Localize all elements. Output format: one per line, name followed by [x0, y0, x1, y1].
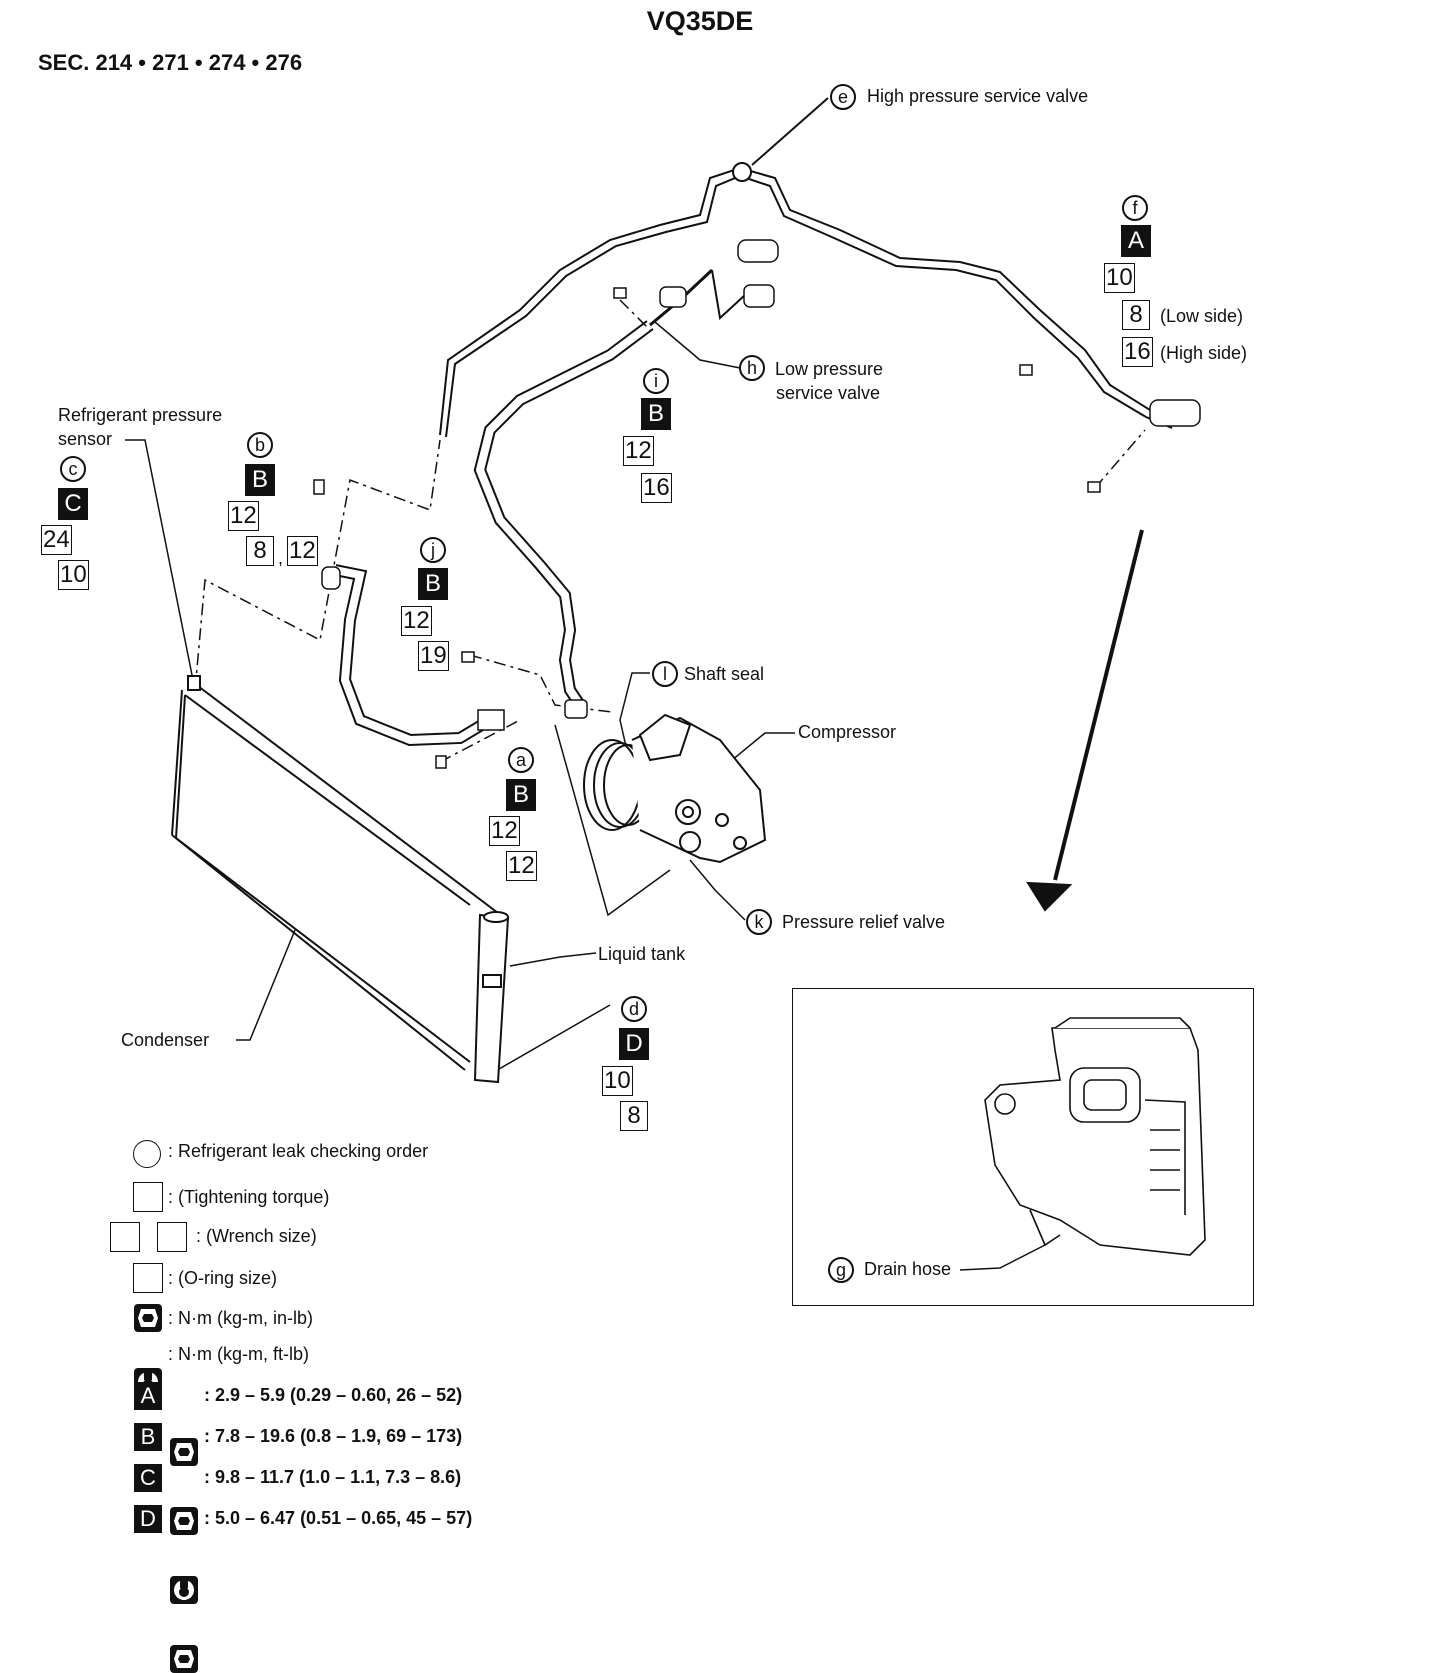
torque-class-a: B	[506, 779, 536, 811]
callout-e: e	[830, 84, 856, 110]
spec-letter-b: B	[134, 1423, 162, 1451]
spec-text-a: : 2.9 – 5.9 (0.29 – 0.60, 26 – 52)	[204, 1385, 463, 1405]
callout-f: f	[1122, 195, 1148, 221]
discharge-hose	[333, 564, 494, 747]
torque-f: 10	[1104, 263, 1135, 293]
spec-text-b: : 7.8 – 19.6 (0.8 – 1.9, 69 – 173)	[204, 1426, 463, 1446]
condenser-label: Condenser	[121, 1030, 210, 1050]
torque-class-d: D	[619, 1028, 649, 1060]
callout-c: c	[60, 456, 86, 482]
wrench-in-lb-icon	[170, 1645, 198, 1673]
compressor-body	[583, 713, 767, 864]
comma: ,	[278, 548, 284, 568]
wrench-in-lb-icon	[170, 1507, 198, 1535]
pressure-relief-label: Pressure relief valve	[782, 912, 946, 932]
oring-a: 12	[506, 851, 537, 881]
high-pressure-valve-cap	[732, 162, 752, 182]
drain-hose-label: Drain hose	[864, 1259, 952, 1279]
torque-d: 10	[602, 1066, 633, 1096]
drain-hose-inset	[792, 988, 1254, 1306]
wrench-size-symbol-2	[157, 1222, 187, 1252]
detail-arrow	[1026, 529, 1144, 912]
spec-letter-d: D	[134, 1505, 162, 1533]
low-side-label: (Low side)	[1160, 306, 1244, 326]
callout-i: i	[643, 368, 669, 394]
oring-symbol	[133, 1263, 163, 1293]
low-pressure-valve-label-2: service valve	[776, 383, 881, 403]
legend-unit-in-lb: : N·m (kg-m, in-lb)	[168, 1308, 313, 1328]
spec-letter-c: C	[134, 1464, 162, 1492]
torque-b: 12	[228, 501, 259, 531]
high-side-label: (High side)	[1160, 343, 1248, 363]
torque-symbol	[133, 1182, 163, 1212]
wrench-in-lb-icon	[170, 1438, 198, 1466]
spec-letter-a: A	[134, 1382, 162, 1410]
callout-k: k	[746, 909, 772, 935]
legend-leak-order: : Refrigerant leak checking order	[168, 1141, 429, 1161]
torque-j: 12	[401, 606, 432, 636]
wrench-size-symbol-1	[110, 1222, 140, 1252]
legend-unit-ft-lb: : N·m (kg-m, ft-lb)	[168, 1344, 309, 1364]
liquid-tank-body	[473, 911, 510, 1084]
spec-text-d: : 5.0 – 6.47 (0.51 – 0.65, 45 – 57)	[204, 1508, 473, 1528]
torque-a: 12	[489, 816, 520, 846]
torque-class-j: B	[418, 568, 448, 600]
callout-d: d	[621, 996, 647, 1022]
shaft-seal-label: Shaft seal	[684, 664, 765, 684]
callout-j: j	[420, 537, 446, 563]
torque-c: 10	[58, 560, 89, 590]
low-pressure-hose	[473, 268, 746, 709]
oring-j: 19	[418, 641, 449, 671]
wrench-c: 24	[41, 525, 72, 555]
inset-unit	[984, 1017, 1206, 1256]
refrigerant-sensor-label-2: sensor	[58, 429, 113, 449]
compressor-label: Compressor	[798, 722, 897, 742]
page-title: VQ35DE	[646, 6, 754, 36]
oring-i: 16	[641, 473, 672, 503]
spec-text-c: : 9.8 – 11.7 (1.0 – 1.1, 7.3 – 8.6)	[204, 1467, 462, 1487]
torque-class-b: B	[245, 464, 275, 496]
low-pressure-valve-label-1: Low pressure	[775, 359, 884, 379]
callout-b: b	[247, 432, 273, 458]
high-pressure-valve-label: High pressure service valve	[867, 86, 1089, 106]
wrench-in-lb-icon	[134, 1304, 162, 1332]
torque-class-f: A	[1121, 225, 1151, 257]
legend-tightening-torque: : (Tightening torque)	[168, 1187, 330, 1207]
torque-i: 12	[623, 436, 654, 466]
callout-g: g	[828, 1257, 854, 1283]
callout-l: l	[652, 661, 678, 687]
torque-class-c: C	[58, 488, 88, 520]
oring-b-2: 12	[287, 536, 318, 566]
callout-h: h	[739, 355, 765, 381]
legend-wrench-size: : (Wrench size)	[196, 1226, 317, 1246]
high-pressure-pipe	[439, 166, 1176, 438]
wrench-ft-lb-icon	[170, 1576, 198, 1604]
oring-b-1: 8	[246, 536, 274, 566]
liquid-tank-label: Liquid tank	[598, 944, 686, 964]
diagram-drawing	[125, 97, 1206, 1271]
condenser-body	[171, 675, 499, 1071]
leak-order-symbol	[133, 1140, 161, 1168]
refrigerant-sensor-label-1: Refrigerant pressure	[58, 405, 223, 425]
section-reference: SEC. 214 • 271 • 274 • 276	[38, 50, 303, 75]
oring-f-high: 16	[1122, 337, 1153, 367]
legend-oring-size: : (O-ring size)	[168, 1268, 278, 1288]
torque-class-i: B	[641, 398, 671, 430]
callout-a: a	[508, 747, 534, 773]
oring-f-low: 8	[1122, 300, 1150, 330]
oring-d: 8	[620, 1101, 648, 1131]
